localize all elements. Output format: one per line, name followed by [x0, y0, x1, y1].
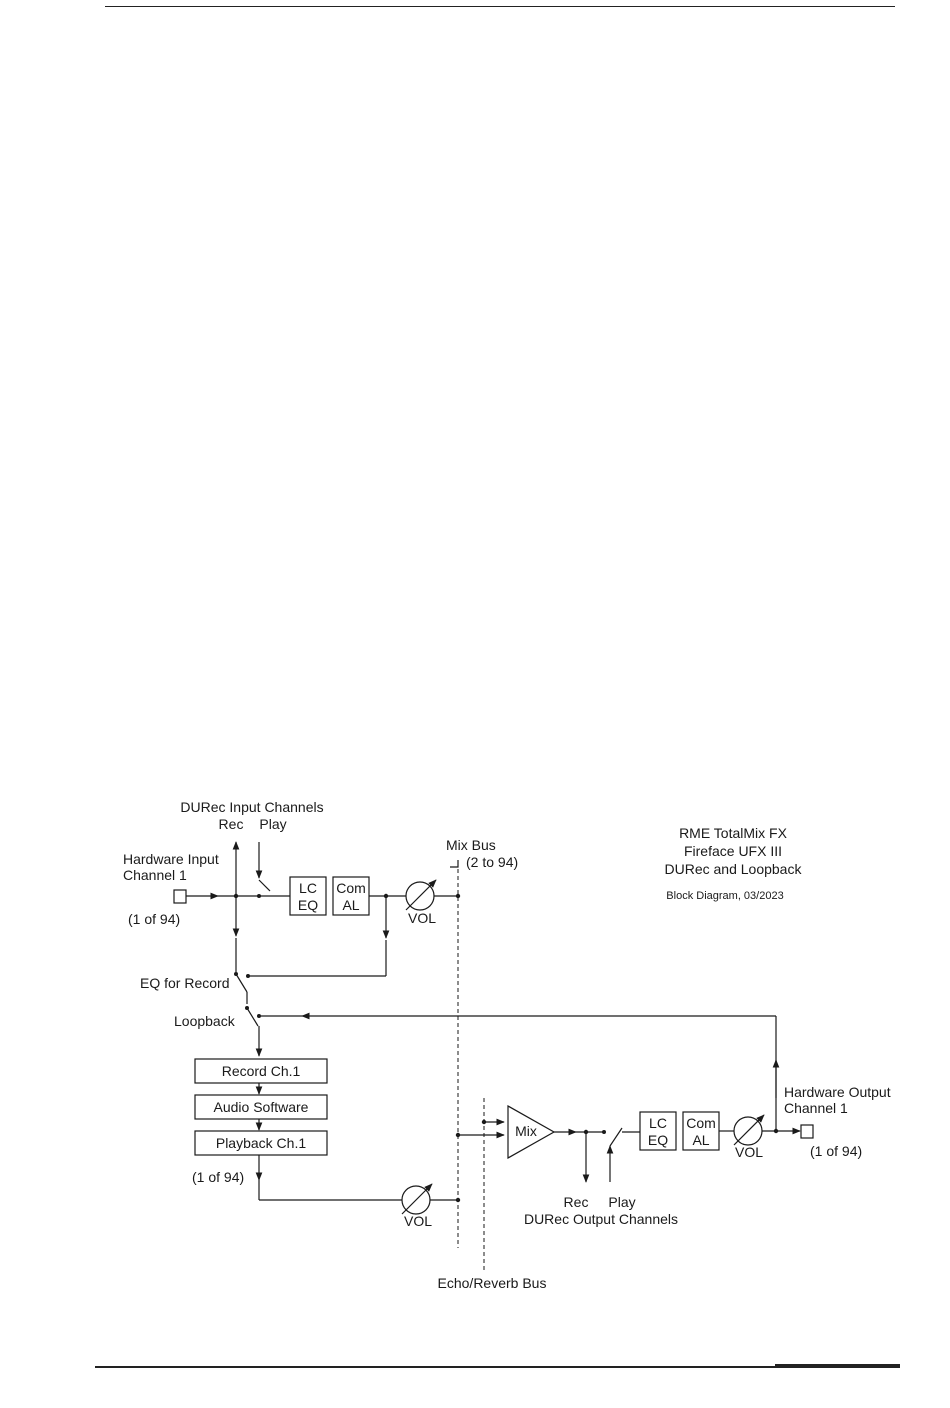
- loopback-switch: [246, 1007, 259, 1027]
- hw-input-label-2: Channel 1: [123, 867, 187, 883]
- audio-software-label: Audio Software: [214, 1099, 309, 1115]
- durec-input-rec-label: Rec: [219, 816, 244, 832]
- input-play-switch: [258, 879, 271, 892]
- mix-label: Mix: [515, 1123, 537, 1139]
- input-com-label: Com: [336, 880, 366, 896]
- durec-input-header: DURec Input Channels: [180, 799, 323, 815]
- mixbus-range: (2 to 94): [466, 854, 518, 870]
- hw-input-label-1: Hardware Input: [123, 851, 219, 867]
- hw-output-label-2: Channel 1: [784, 1100, 848, 1116]
- output-play-switch: [609, 1127, 623, 1147]
- input-lc-label: LC: [299, 880, 317, 896]
- header-rule: [105, 6, 895, 7]
- hw-output-label-1: Hardware Output: [784, 1084, 891, 1100]
- playback-channel-label: Playback Ch.1: [216, 1135, 306, 1151]
- playback-vol-arrow: [401, 1183, 433, 1215]
- junction-dot: [773, 1128, 779, 1134]
- output-vol-label: VOL: [735, 1144, 763, 1160]
- output-com-label: Com: [686, 1115, 716, 1131]
- switch-contact: [246, 974, 250, 978]
- title-line-2: Fireface UFX III: [684, 843, 782, 859]
- output-lc-label: LC: [649, 1115, 667, 1131]
- switch-contact: [257, 894, 261, 898]
- playback-channel-box: [194, 1130, 328, 1156]
- mixbus-marker: [450, 860, 459, 868]
- diagram-date: Block Diagram, 03/2023: [666, 890, 783, 902]
- mix-amplifier: [507, 1104, 556, 1160]
- record-channel-box: [194, 1058, 328, 1084]
- junction-dot: [455, 893, 461, 899]
- record-channel-label: Record Ch.1: [222, 1063, 301, 1079]
- durec-input-play-label: Play: [259, 816, 286, 832]
- diagram-title: RME TotalMix FX Fireface UFX III DURec a…: [665, 825, 803, 902]
- input-vol-label: VOL: [408, 910, 436, 926]
- output-comp-al-box: [682, 1111, 720, 1151]
- output-al-label: AL: [692, 1132, 709, 1148]
- durec-output-footer: DURec Output Channels: [524, 1211, 678, 1227]
- playback-count: (1 of 94): [192, 1169, 244, 1185]
- echo-reverb-bus-label: Echo/Reverb Bus: [438, 1275, 547, 1291]
- durec-output-play-label: Play: [608, 1194, 635, 1210]
- eq-for-record-label: EQ for Record: [140, 975, 229, 991]
- loopback-label: Loopback: [174, 1013, 236, 1029]
- output-eq-label: EQ: [648, 1132, 668, 1148]
- durec-output-rec-label: Rec: [564, 1194, 589, 1210]
- input-al-label: AL: [342, 897, 359, 913]
- hw-input-port: [173, 889, 187, 904]
- footer-rule: [95, 1366, 900, 1368]
- junction-dot: [455, 1197, 461, 1203]
- mixbus-label: Mix Bus: [446, 837, 496, 853]
- eq-for-record-switch: [235, 973, 248, 993]
- output-vol-arrow: [733, 1114, 765, 1146]
- input-vol-arrow: [405, 879, 437, 911]
- audio-software-box: [194, 1094, 328, 1120]
- switch-contact: [257, 1014, 261, 1018]
- title-line-1: RME TotalMix FX: [679, 825, 788, 841]
- output-lceq-box: [639, 1111, 677, 1151]
- input-eq-label: EQ: [298, 897, 318, 913]
- input-lceq-box: [289, 876, 327, 916]
- hw-output-port: [800, 1124, 814, 1139]
- playback-vol-label: VOL: [404, 1213, 432, 1229]
- hw-output-count: (1 of 94): [810, 1143, 862, 1159]
- title-line-3: DURec and Loopback: [665, 861, 803, 877]
- switch-contact: [602, 1130, 606, 1134]
- hw-input-count: (1 of 94): [128, 911, 180, 927]
- footer-rule-accent: [775, 1364, 900, 1368]
